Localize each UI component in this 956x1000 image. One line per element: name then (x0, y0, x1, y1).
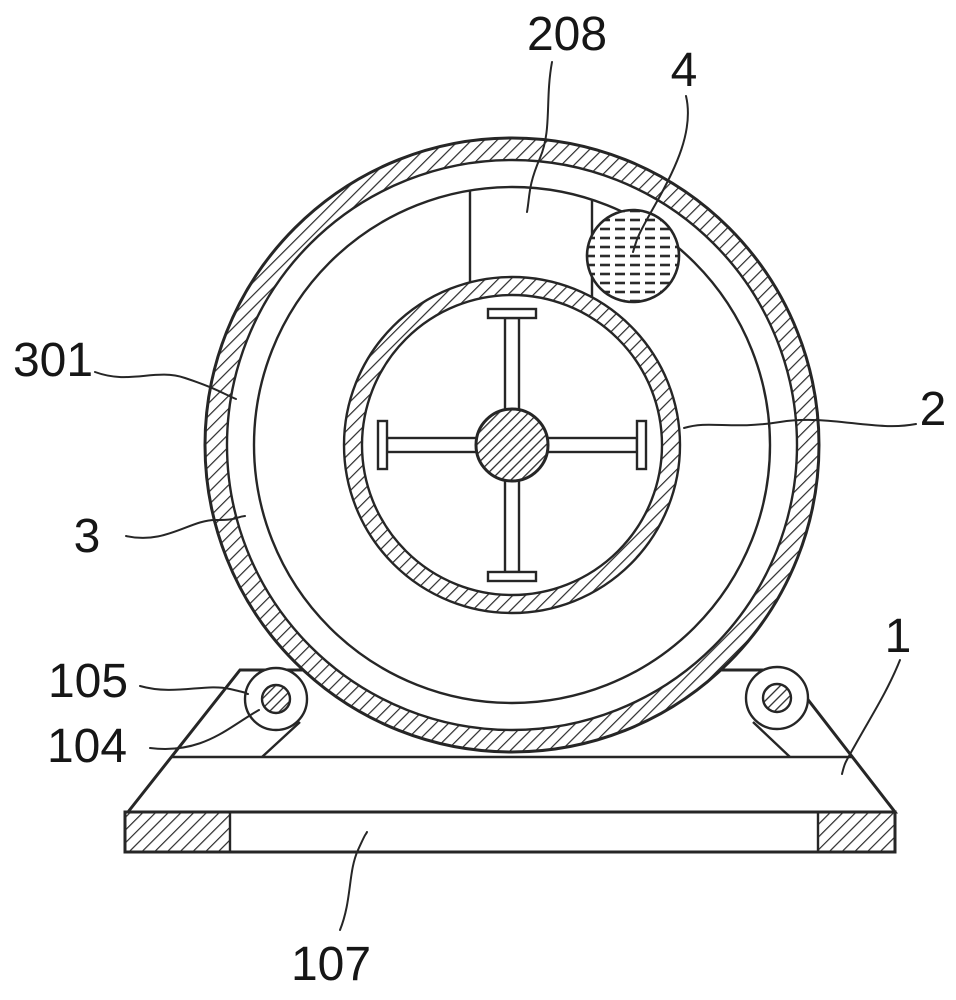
part-label-208: 208 (527, 8, 607, 61)
spoke-endplate-left (376, 419, 389, 471)
leader-2 (683, 418, 917, 429)
hub-shaft (474, 407, 550, 483)
bolt-boss-left (243, 666, 309, 732)
spoke-endplate-top (486, 307, 538, 320)
part-label-2: 2 (920, 383, 947, 436)
leader-3 (125, 515, 246, 539)
spoke-endplate-right (635, 419, 648, 471)
part-label-301: 301 (13, 334, 93, 387)
spoke-assembly (376, 307, 648, 583)
shell-inner-wall (252, 185, 772, 705)
part-label-1: 1 (885, 610, 912, 663)
part-labels: 208 4 301 2 3 105 104 1 107 (13, 8, 946, 991)
component-4-roller (585, 208, 681, 304)
spoke-endplate-bottom (486, 570, 538, 583)
part-label-104: 104 (47, 720, 127, 773)
part-label-105: 105 (48, 655, 128, 708)
leader-4 (632, 95, 689, 253)
bolt-boss-right (744, 665, 810, 731)
leader-lines (94, 61, 917, 931)
base-anchor-left (123, 810, 232, 854)
part-label-107: 107 (291, 938, 371, 991)
base-plate (123, 810, 897, 854)
part-label-4: 4 (671, 44, 698, 97)
leader-1 (841, 659, 901, 775)
leader-301 (94, 371, 237, 400)
leader-208 (526, 61, 553, 213)
leader-107 (339, 831, 368, 931)
leader-104 (149, 709, 260, 750)
base-anchor-right (816, 810, 897, 854)
part-label-3: 3 (74, 510, 101, 563)
leader-105 (139, 685, 249, 695)
